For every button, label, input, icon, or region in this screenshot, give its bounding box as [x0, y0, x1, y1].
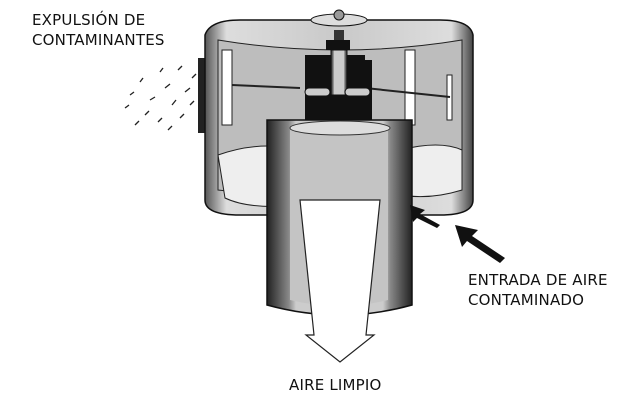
label-entrada-line1: ENTRADA DE AIRE — [468, 271, 608, 289]
label-entrada-line2: CONTAMINADO — [468, 291, 585, 309]
fan-blades — [221, 49, 453, 126]
label-expulsion-line1: EXPULSIÓN DE — [32, 11, 146, 29]
clean-air-arrow — [299, 199, 381, 363]
exhaust-slot — [198, 58, 207, 133]
motor — [304, 9, 372, 130]
label-expulsion-line2: CONTAMINANTES — [32, 31, 165, 49]
contaminant-particles — [124, 65, 197, 131]
label-aire-limpio: AIRE LIMPIO — [289, 376, 382, 394]
intake-arrows — [410, 205, 505, 263]
